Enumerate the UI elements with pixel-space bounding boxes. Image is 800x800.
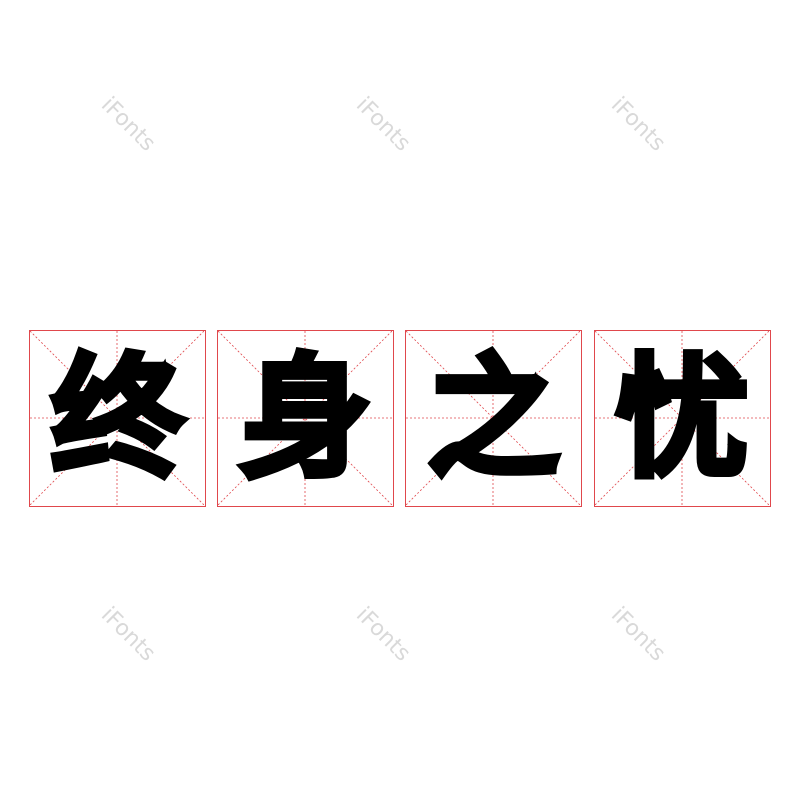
character-grid-box-4: 忧	[594, 330, 771, 507]
watermark: iFonts	[96, 92, 160, 157]
character-grid-box-2: 身	[217, 330, 394, 507]
character: 终	[49, 341, 187, 496]
character-grid-box-3: 之	[405, 330, 582, 507]
grid-lines	[595, 331, 769, 505]
watermark: iFonts	[351, 602, 415, 667]
character: 之	[425, 341, 563, 496]
grid-lines	[218, 331, 392, 505]
watermark: iFonts	[606, 602, 670, 667]
watermark: iFonts	[96, 602, 160, 667]
grid-lines	[406, 331, 580, 505]
watermark: iFonts	[606, 92, 670, 157]
grid-lines	[30, 331, 204, 505]
watermark: iFonts	[351, 92, 415, 157]
character: 身	[237, 341, 375, 496]
character: 忧	[614, 341, 752, 496]
character-grid-box-1: 终	[29, 330, 206, 507]
